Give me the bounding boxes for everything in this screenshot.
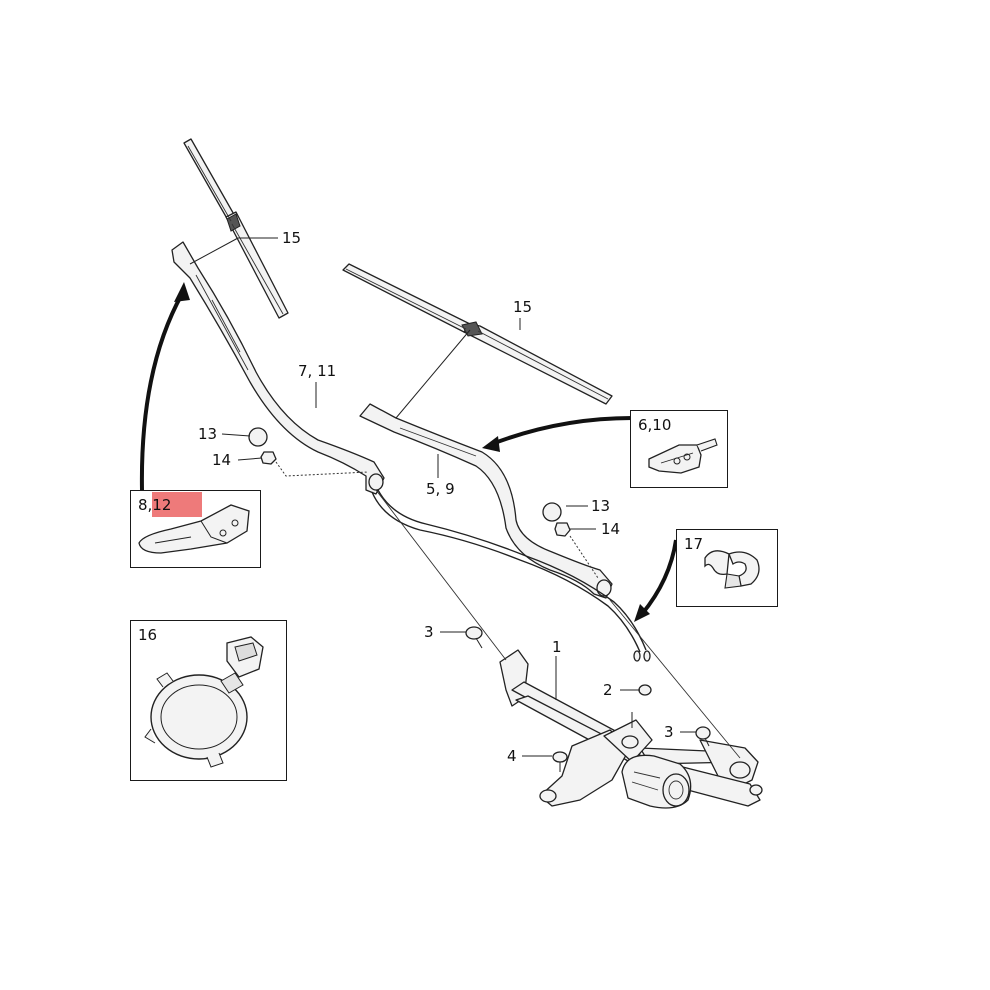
hose-clip-icon xyxy=(704,550,760,589)
inset-label-17: 17 xyxy=(684,535,704,553)
pointer-arrows xyxy=(139,282,678,622)
inset-part-6-10[interactable]: 6,10 xyxy=(630,410,728,488)
callout-3-left-bolt: 3 xyxy=(424,623,434,641)
callout-13-right-cap: 13 xyxy=(591,497,611,515)
left-wiper-arm xyxy=(171,241,385,495)
callout-15-right-blade: 15 xyxy=(513,298,533,316)
inset-part-17[interactable]: 17 xyxy=(676,529,778,607)
callout-15-left-blade: 15 xyxy=(282,229,302,247)
inset-part-16[interactable]: 16 xyxy=(130,620,287,781)
washer-nozzle-icon xyxy=(648,438,718,474)
callout-14-right-nut: 14 xyxy=(601,520,621,538)
inset-label-16: 16 xyxy=(138,626,158,644)
callout-3-right-bolt: 3 xyxy=(664,723,674,741)
callout-14-left-nut: 14 xyxy=(212,451,232,469)
right-wiper-blade xyxy=(342,263,613,405)
inset-part-8-12[interactable]: 8,12 xyxy=(130,490,261,568)
bracket-cover-icon xyxy=(138,504,250,554)
inset-label-6-10: 6,10 xyxy=(638,416,672,434)
rain-sensor-icon xyxy=(144,636,264,768)
callout-2-grommet: 2 xyxy=(603,681,613,699)
callout-7-11-left-arm: 7, 11 xyxy=(298,362,337,380)
right-wiper-arm xyxy=(359,403,613,599)
callout-13-left-cap: 13 xyxy=(198,425,218,443)
callout-4-screw: 4 xyxy=(507,747,517,765)
highlight-part-8-12 xyxy=(152,492,202,517)
callout-1-linkage: 1 xyxy=(552,638,562,656)
inset-label-8-12: 8,12 xyxy=(138,496,172,514)
assembly-dotted-lines xyxy=(275,461,741,759)
leader-lines xyxy=(189,237,696,757)
wiper-linkage-motor xyxy=(499,649,763,809)
washer-hoses xyxy=(371,489,651,662)
callout-5-9-right-arm: 5, 9 xyxy=(426,480,455,498)
